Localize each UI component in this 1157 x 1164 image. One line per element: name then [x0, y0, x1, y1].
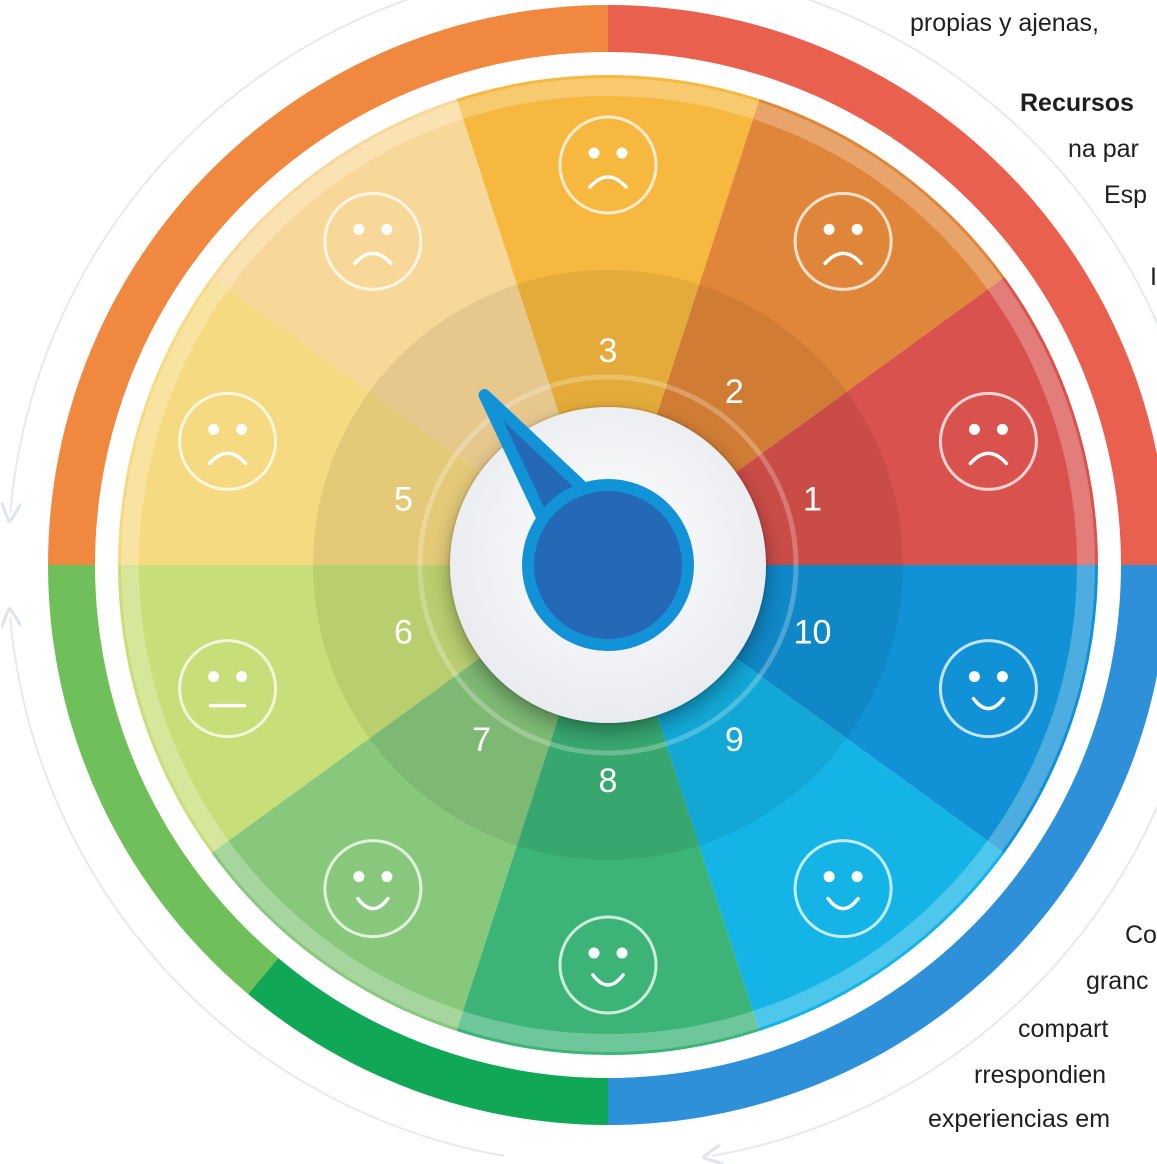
side-text-line: granc	[1086, 967, 1149, 995]
side-text-line: rrespondien	[974, 1061, 1107, 1089]
ring-arc	[48, 5, 608, 565]
circular-arrows	[10, 0, 1157, 1156]
segment-number: 2	[725, 373, 744, 411]
sad-face-icon	[938, 391, 1038, 491]
face-icons	[178, 115, 1038, 1015]
side-text-line: na par	[1068, 135, 1139, 163]
sad-face-icon	[793, 191, 893, 291]
segment-number: 1	[803, 481, 822, 519]
sad-face-icon	[323, 191, 423, 291]
ring-arc	[248, 957, 608, 1125]
segment-numbers: 1 2 3 5 6 7 8 9 10	[394, 332, 831, 800]
side-text-line: I	[1150, 263, 1157, 291]
side-text-line: Co	[1125, 921, 1157, 949]
segment-3	[456, 75, 760, 566]
guide-arrow	[806, 0, 1157, 326]
happy-face-icon	[323, 839, 423, 939]
side-text-line: Recursos	[1020, 89, 1134, 117]
neutral-face-icon	[178, 639, 278, 739]
sad-face-icon	[178, 391, 278, 491]
needle-knob	[522, 479, 694, 651]
segment-number: 7	[472, 721, 491, 759]
guide-arrow	[10, 617, 504, 1157]
segment-8	[456, 565, 760, 1055]
segment-number: 6	[394, 613, 413, 651]
ring-arc	[608, 565, 1157, 1125]
side-text-line: experiencias em	[928, 1105, 1111, 1133]
segment-number: 8	[599, 762, 618, 800]
segment-band	[121, 78, 1095, 1052]
guide-arrow	[712, 804, 1157, 1156]
happy-face-icon	[558, 915, 658, 1015]
side-text-line: Esp	[1104, 181, 1148, 209]
inner-ring-line	[417, 374, 799, 756]
segment-number: 5	[394, 481, 413, 519]
side-text-line: propias y ajenas,	[910, 9, 1100, 37]
segment-number: 9	[725, 721, 744, 759]
happy-face-icon	[938, 639, 1038, 739]
sad-face-icon	[558, 115, 658, 215]
happy-face-icon	[793, 839, 893, 939]
side-text-line: compart	[1018, 1015, 1109, 1043]
ring-arc	[608, 5, 1157, 565]
guide-arrow	[10, 0, 410, 513]
segment-number: 10	[794, 613, 832, 651]
ring-arc	[48, 565, 279, 994]
segment-number: 3	[599, 332, 618, 370]
pointer-needle	[478, 389, 694, 651]
